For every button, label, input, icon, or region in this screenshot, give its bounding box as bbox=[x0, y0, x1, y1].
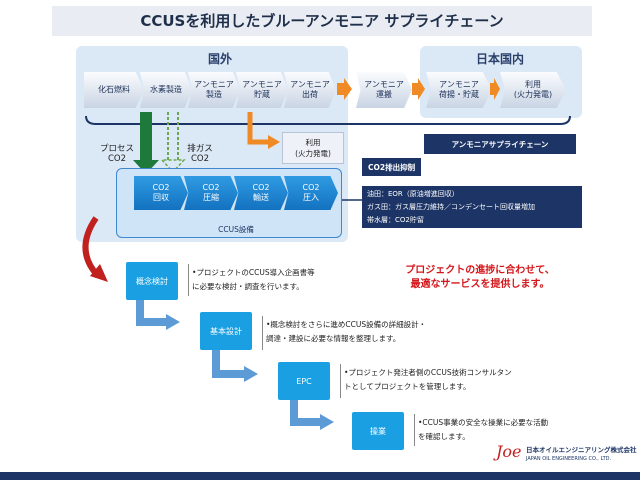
orange-arrow-1 bbox=[337, 78, 352, 100]
overseas-label: 国外 bbox=[207, 52, 232, 66]
ccus-step-compress: CO2 圧縮 bbox=[184, 176, 238, 210]
bottom-rule bbox=[0, 472, 640, 480]
chain-step-ammonia-storage: アンモニア 貯蔵 bbox=[236, 72, 288, 108]
stair-arrow-1 bbox=[136, 300, 168, 326]
ccus-notes: 油田：EOR（原油増進回収） ガス田：ガス層圧力維持／コンデンセート回収量増加 … bbox=[362, 186, 582, 228]
step-concept-desc: •プロジェクトのCCUS導入企画書等 に必要な検討・調査を行います。 bbox=[192, 268, 315, 291]
chain-step-ammonia-unloading: アンモニア 荷揚・貯蔵 bbox=[426, 72, 492, 108]
step-basic-design-desc: •概念検討をさらに進めCCUS設備の詳細設計・ 調達・建設に必要な情報を整理しま… bbox=[266, 320, 427, 343]
chain-bracket bbox=[85, 115, 571, 125]
stair-arrow-3 bbox=[290, 400, 322, 426]
step-basic-design: 基本設計 bbox=[200, 312, 252, 350]
title-band bbox=[52, 6, 592, 36]
ccus-note-gas: ガス田：ガス層圧力維持／コンデンセート回収量増加 bbox=[367, 203, 535, 211]
step-basic-design-bracket bbox=[262, 316, 263, 350]
logo-en: JAPAN OIL ENGINEERING CO., LTD. bbox=[526, 456, 612, 462]
step-concept-bracket bbox=[188, 264, 189, 296]
logo-mark: Joe bbox=[496, 442, 522, 461]
chain-step-hydrogen: 水素製造 bbox=[140, 72, 192, 108]
slogan: プロジェクトの進捗に合わせて、 最適なサービスを提供します。 bbox=[405, 265, 555, 290]
overseas-use-box: 利用 (火力発電) bbox=[282, 132, 344, 164]
orange-arrow-3 bbox=[490, 78, 500, 100]
ccus-step-inject: CO2 圧入 bbox=[284, 176, 338, 210]
chain-step-ammonia-production: アンモニア 製造 bbox=[188, 72, 240, 108]
step-concept: 概念検討 bbox=[126, 262, 178, 300]
logo-name: 日本オイルエンジニアリング株式会社 bbox=[526, 446, 637, 454]
chain-step-ammonia-shipping: アンモニア 出荷 bbox=[284, 72, 336, 108]
stair-arrow-2 bbox=[212, 350, 246, 378]
green-process-arrow bbox=[140, 112, 152, 162]
step-epc-desc: •プロジェクト発注者側のCCUS技術コンサルタン トとしてプロジェクトを管理しま… bbox=[344, 368, 512, 391]
chain-step-ammonia-transport: アンモニア 運搬 bbox=[356, 72, 412, 108]
ccus-step-transport: CO2 輸送 bbox=[234, 176, 288, 210]
step-epc-bracket bbox=[340, 364, 341, 398]
process-co2-label: プロセス CO2 bbox=[99, 144, 134, 164]
domestic-label: 日本国内 bbox=[475, 52, 524, 66]
ccus-label: CCUS設備 bbox=[218, 225, 254, 234]
chain-step-power-use: 利用 (火力発電) bbox=[500, 72, 566, 108]
step-operation: 操業 bbox=[352, 412, 404, 450]
ccus-note-aquifer: 帯水層：CO2貯留 bbox=[367, 216, 424, 224]
co2-emission-label: CO2排出抑制 bbox=[362, 158, 422, 176]
orange-use-arrow bbox=[247, 112, 270, 145]
exhaust-co2-label: 排ガス CO2 bbox=[187, 144, 213, 164]
ccus-note-oil: 油田：EOR（原油増進回収） bbox=[367, 190, 459, 198]
page-title: CCUSを利用したブルーアンモニア サプライチェーン bbox=[140, 12, 504, 30]
step-operation-desc: •CCUS事業の安全な操業に必要な活動 を確認します。 bbox=[418, 418, 549, 441]
red-curve-arrow bbox=[82, 216, 101, 279]
step-epc: EPC bbox=[278, 362, 330, 400]
ccus-step-capture: CO2 回収 bbox=[134, 176, 188, 210]
step-operation-bracket bbox=[414, 414, 415, 446]
company-logo: Joe 日本オイルエンジニアリング株式会社 JAPAN OIL ENGINEER… bbox=[496, 442, 637, 468]
chain-step-fossil-fuel: 化石燃料 bbox=[84, 72, 144, 108]
supply-chain-label: アンモニアサプライチェーン bbox=[424, 134, 576, 154]
exhaust-arrow bbox=[167, 112, 179, 160]
orange-arrow-2 bbox=[412, 78, 425, 100]
